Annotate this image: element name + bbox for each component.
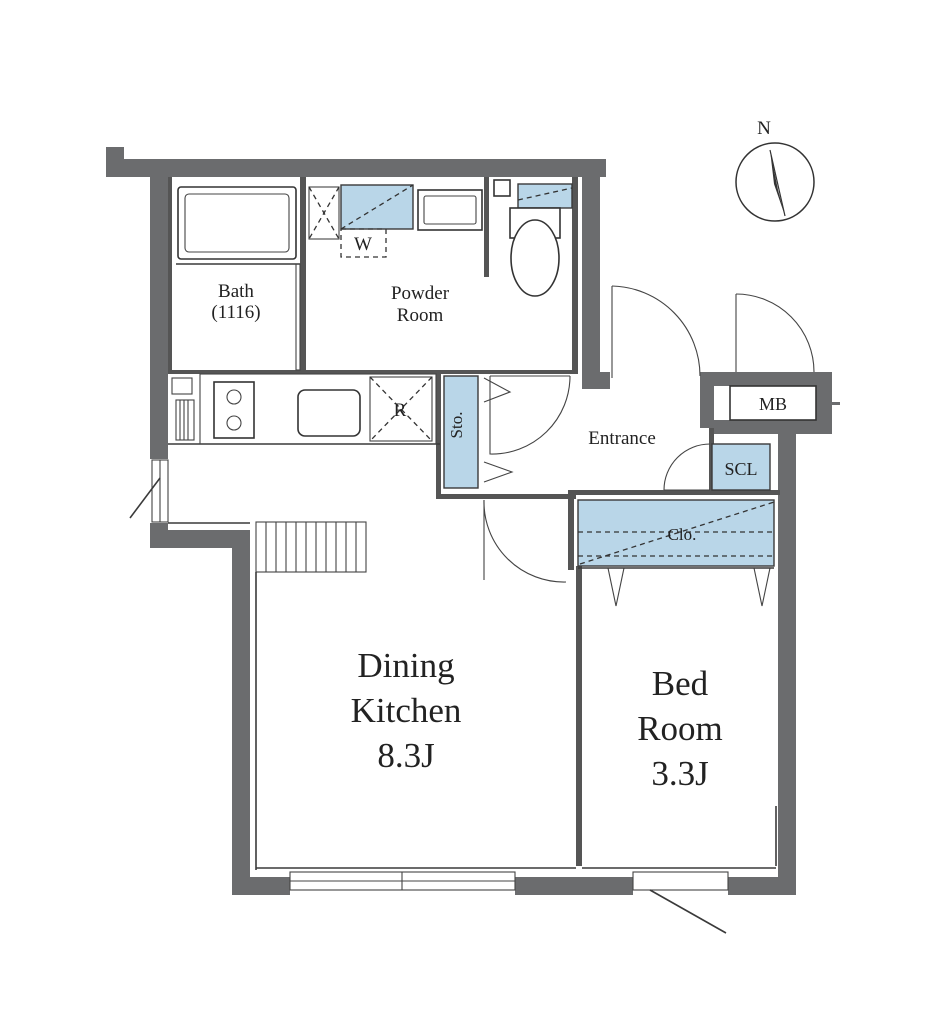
powder-room-label-2: Room (397, 305, 444, 326)
toilet-shelf (517, 183, 573, 209)
dining-kitchen-size: 8.3J (377, 736, 434, 775)
scl-label: SCL (724, 459, 757, 479)
entrance-label: Entrance (588, 428, 656, 449)
balcony-step (255, 521, 367, 573)
bath-label: Bath (218, 281, 254, 302)
compass-needle (769, 149, 786, 217)
sink (297, 389, 361, 437)
exterior-walls (106, 147, 840, 895)
dining-door (483, 499, 567, 583)
bed-room-label-2: Room (637, 709, 723, 748)
washer-label: W (354, 234, 372, 255)
closet: Clo. (577, 499, 775, 607)
kitchen-counter: R (171, 373, 437, 445)
dining-kitchen-label-1: Dining (357, 646, 454, 685)
stove (213, 381, 255, 439)
storage-label: Sto. (447, 412, 466, 439)
dining-kitchen-labels: Dining Kitchen 8.3J (351, 646, 462, 775)
bed-room-labels: Bed Room 3.3J (637, 664, 723, 793)
windows (129, 459, 777, 934)
dining-kitchen-label-2: Kitchen (351, 691, 462, 730)
bath-area: Bath (1116) (176, 186, 301, 371)
mb-label: MB (759, 394, 787, 414)
bed-room-label-1: Bed (652, 664, 709, 703)
powder-room: W Powder Room (308, 179, 573, 326)
powder-room-label-1: Powder (391, 283, 450, 304)
bath-size-label: (1116) (211, 302, 260, 323)
closet-label: Clo. (668, 525, 697, 544)
bed-room-size: 3.3J (651, 754, 708, 793)
compass: N (735, 118, 815, 222)
room-outlines (255, 572, 776, 870)
storage: Sto. (443, 375, 514, 489)
entrance: Entrance MB SCL (489, 285, 817, 491)
north-label: N (757, 118, 771, 139)
fridge-label: R (394, 400, 407, 421)
washer-space (340, 184, 414, 230)
